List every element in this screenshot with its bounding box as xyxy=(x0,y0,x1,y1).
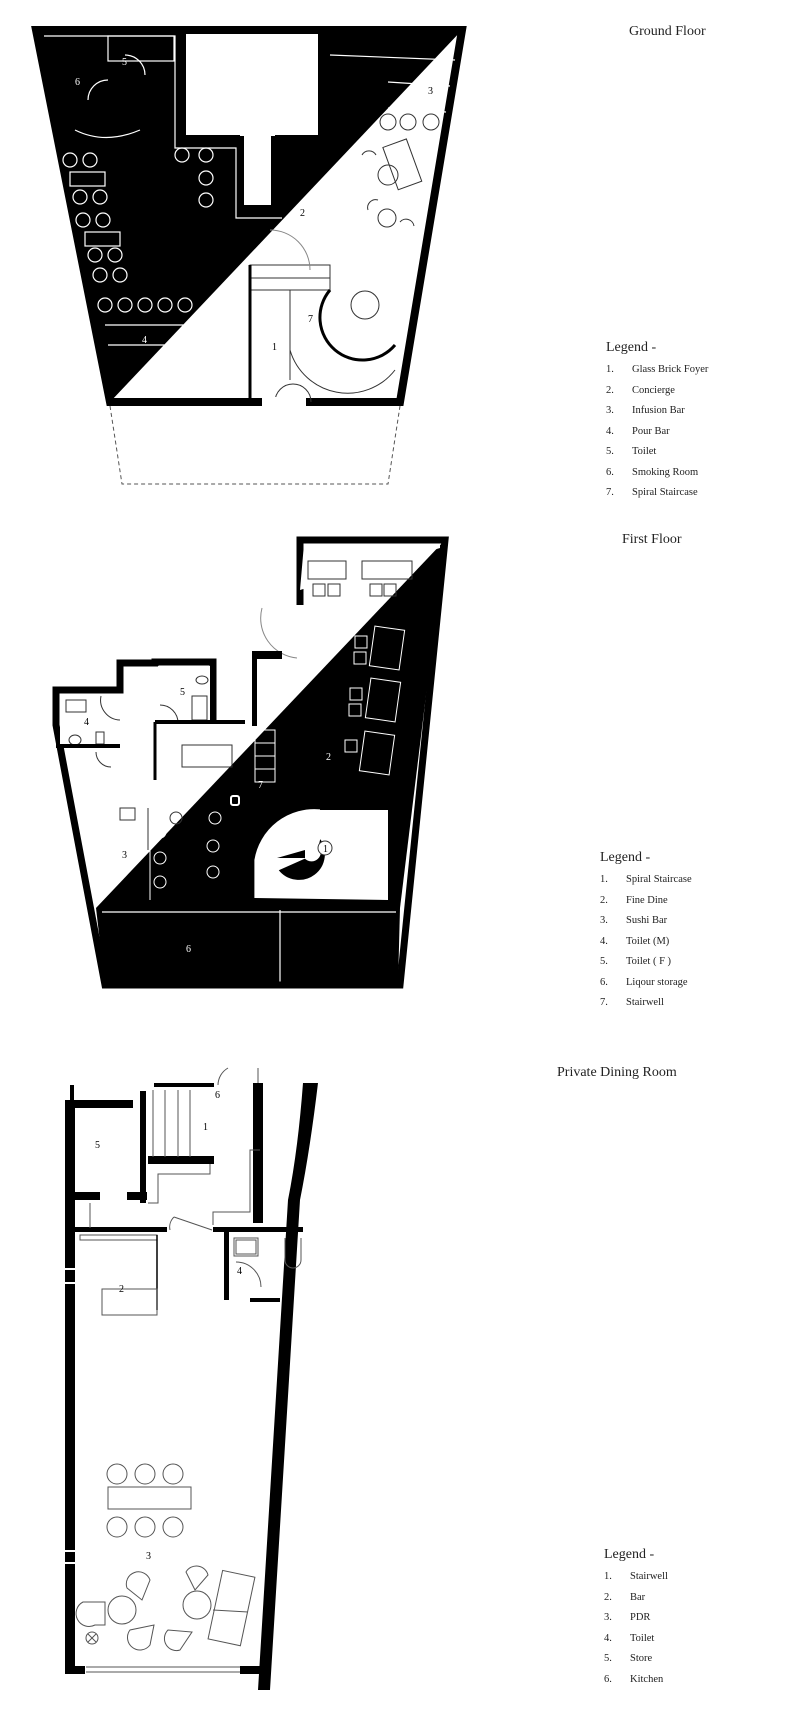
first-floor-legend: Legend - 1.Spiral Staircase 2.Fine Dine … xyxy=(600,850,692,1018)
room-label-6: 6 xyxy=(215,1090,220,1101)
legend-item: 3.Sushi Bar xyxy=(600,915,668,926)
room-label-1: 1 xyxy=(203,1122,208,1133)
legend-item: 1.Stairwell xyxy=(604,1571,668,1582)
room-label-5: 5 xyxy=(95,1140,100,1151)
ground-floor-legend: Legend - 1.Glass Brick Foyer 2.Concierge… xyxy=(606,340,708,508)
legend-item: 7.Stairwell xyxy=(600,997,664,1008)
legend-item: 4.Toilet xyxy=(604,1632,655,1644)
legend-item: 6.Liqour storage xyxy=(600,976,688,988)
legend-item: 3.Infusion Bar xyxy=(606,405,685,416)
ground-floor-plan: 6 5 3 2 4 1 7 xyxy=(0,0,800,530)
first-floor-plan: 4 5 2 3 7 1 6 xyxy=(0,530,800,1060)
legend-item: 1.Spiral Staircase xyxy=(600,874,692,885)
room-label-7: 7 xyxy=(308,314,313,325)
legend-item: 2.Bar xyxy=(604,1591,646,1603)
room-label-3: 3 xyxy=(146,1551,151,1562)
legend-title: Legend - xyxy=(604,1547,655,1562)
legend-item: 7.Spiral Staircase xyxy=(606,487,698,498)
private-dining-drawing: 6 1 5 4 2 3 xyxy=(62,1067,323,1690)
private-dining-title: Private Dining Room xyxy=(557,1065,677,1080)
private-dining-legend: Legend - 1.Stairwell 2.Bar 3.PDR 4.Toile… xyxy=(604,1547,668,1694)
legend-item: 2.Concierge xyxy=(606,384,675,396)
legend-item: 3.PDR xyxy=(604,1612,651,1623)
room-label-2: 2 xyxy=(119,1284,124,1295)
legend-item: 6.Kitchen xyxy=(604,1673,664,1685)
legend-title: Legend - xyxy=(606,340,657,355)
first-floor-title: First Floor xyxy=(622,532,682,547)
room-label-2: 2 xyxy=(300,208,305,219)
room-label-3: 3 xyxy=(122,850,127,861)
room-label-6: 6 xyxy=(186,944,191,955)
room-label-4: 4 xyxy=(142,335,147,346)
legend-item: 4.Pour Bar xyxy=(606,425,670,437)
room-label-5: 5 xyxy=(180,687,185,698)
legend-item: 2.Fine Dine xyxy=(600,894,668,906)
legend-item: 6.Smoking Room xyxy=(606,466,699,478)
room-label-3: 3 xyxy=(428,86,433,97)
ground-floor-drawing: 6 5 3 2 4 1 7 xyxy=(31,26,467,485)
legend-item: 5.Toilet ( F ) xyxy=(600,956,672,967)
legend-title: Legend - xyxy=(600,850,651,865)
room-label-1: 1 xyxy=(323,844,328,855)
legend-item: 1.Glass Brick Foyer xyxy=(606,364,709,375)
legend-item: 5.Store xyxy=(604,1653,653,1664)
room-label-1: 1 xyxy=(272,342,277,353)
room-label-4: 4 xyxy=(237,1266,242,1277)
ground-floor-title: Ground Floor xyxy=(629,24,706,39)
room-label-2: 2 xyxy=(326,752,331,763)
private-dining-plan: 6 1 5 4 2 3 xyxy=(0,1060,800,1715)
legend-item: 4.Toilet (M) xyxy=(600,935,670,947)
room-label-6: 6 xyxy=(75,77,80,88)
room-label-4: 4 xyxy=(84,717,89,728)
room-label-7: 7 xyxy=(258,780,263,791)
room-label-5: 5 xyxy=(122,57,127,68)
legend-item: 5.Toilet xyxy=(606,446,657,457)
first-floor-drawing: 4 5 2 3 7 1 6 xyxy=(52,536,449,989)
